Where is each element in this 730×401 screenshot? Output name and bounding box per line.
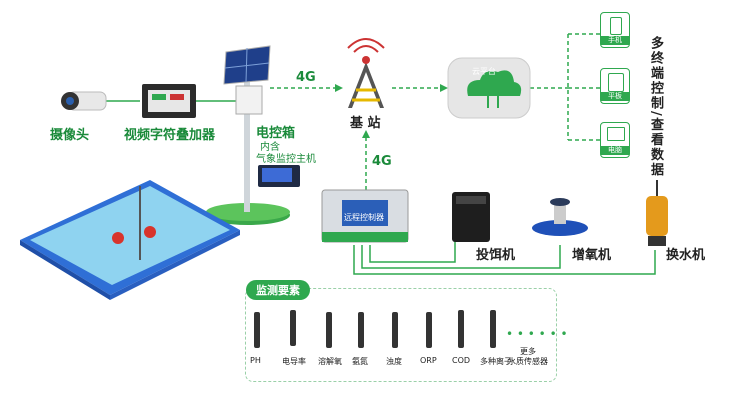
base-station-label: 基 站 [350, 116, 381, 131]
sensor-label: 多种离子 [480, 357, 512, 366]
video-overlay-label: 视频字符叠加器 [124, 128, 216, 143]
feeder-icon [452, 192, 490, 242]
sensor-label: PH [250, 356, 261, 365]
connections [100, 33, 656, 275]
feeder-label: 投饵机 [476, 248, 516, 263]
terminal-label: 手机 [601, 36, 629, 45]
terminal-label: 平板 [601, 92, 629, 101]
sensor-label: 氨氮 [352, 357, 368, 366]
link-4g-mid: 4G [372, 154, 392, 169]
camera-label: 摄像头 [50, 128, 90, 143]
aerator-icon [532, 198, 588, 236]
monitor-icon [607, 127, 625, 141]
tablet-icon [608, 73, 624, 92]
camera-icon [61, 91, 107, 111]
sensor-probes: • • • • • • [254, 310, 568, 348]
fish-pond-icon [20, 180, 240, 300]
water-pump-label: 换水机 [666, 248, 706, 263]
controller-brand-label: 远程控制器 [344, 213, 384, 222]
sensor-label: 电导率 [282, 357, 306, 366]
monitoring-panel [245, 288, 557, 382]
water-pump-icon [646, 180, 668, 246]
terminal-label: 电脑 [601, 146, 629, 155]
tablet-terminal: 平板 [600, 68, 630, 104]
control-box-label: 电控箱 [256, 126, 296, 141]
video-overlay-icon [142, 84, 196, 118]
computer-terminal: 电脑 [600, 122, 630, 158]
monitoring-title: 监测要素 [246, 280, 310, 300]
more-sensors-label-2: 水质传感器 [508, 357, 548, 366]
cloud-platform-icon [447, 57, 531, 119]
remote-controller-icon [321, 189, 409, 243]
multi-terminal-label: 多终端控制/查看数据 [648, 36, 663, 178]
cloud-platform-label: 云平台 [472, 67, 496, 76]
link-4g-top: 4G [296, 70, 316, 85]
sensor-label: COD [452, 356, 471, 365]
control-box-sub2: 气象监控主机 [256, 154, 316, 165]
sensor-label: ORP [420, 356, 437, 365]
solar-pole-icon [206, 45, 300, 225]
base-station-tower-icon [347, 38, 385, 108]
phone-icon [610, 17, 622, 35]
svg-text:• • • • • •: • • • • • • [506, 327, 568, 341]
controller-to-aerator-line [361, 245, 561, 269]
aerator-label: 增氧机 [572, 248, 612, 263]
controller-to-pump-line [353, 245, 656, 275]
sensor-label: 浊度 [386, 357, 402, 366]
phone-terminal: 手机 [600, 12, 630, 48]
sensor-label: 溶解氧 [318, 357, 342, 366]
controller-to-feeder-line [369, 238, 456, 263]
control-box-sub1: 内含 [260, 142, 280, 153]
more-sensors-label-1: 更多 [520, 347, 536, 356]
